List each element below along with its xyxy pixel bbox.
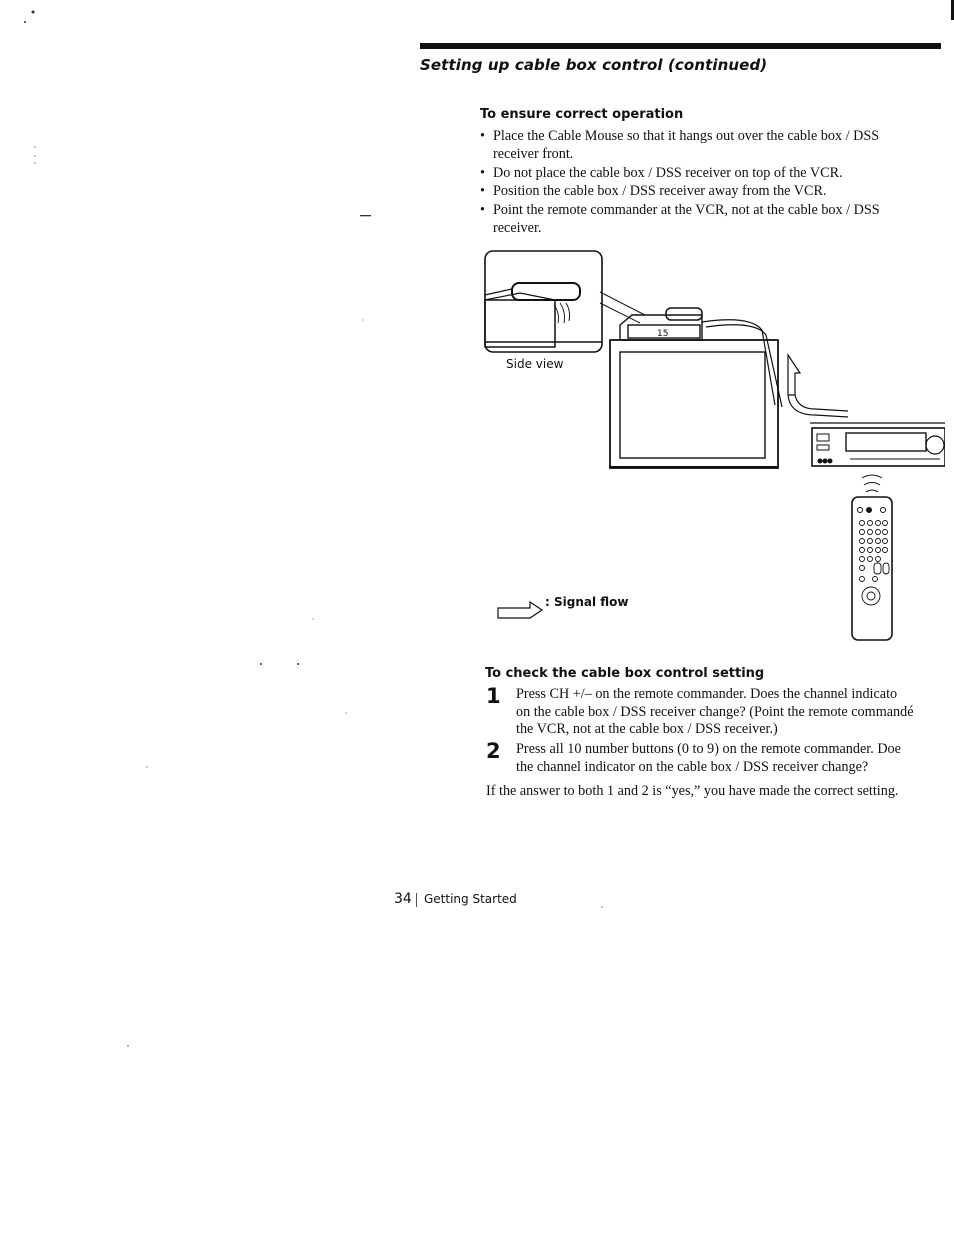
setup-illustration: 15 [484, 250, 945, 641]
step-line: the channel indicator on the cable box /… [516, 758, 869, 775]
list-item: Do not place the cable box / DSS receive… [480, 164, 920, 182]
channel-indicator: 15 [657, 329, 668, 339]
page-number: 34 [394, 891, 412, 907]
list-item: Place the Cable Mouse so that it hangs o… [480, 127, 920, 163]
step-number: 2 [486, 739, 501, 763]
step-text: Press all 10 number buttons (0 to 9) on … [516, 741, 941, 776]
step-line: Press CH +/– on the remote commander. Do… [516, 686, 898, 702]
side-view-label: Side view [506, 357, 564, 371]
step-line: the VCR, not at the cable box / DSS rece… [516, 721, 778, 737]
side-view-inset [484, 250, 603, 353]
television [609, 339, 779, 469]
check-heading: To check the cable box control setting [485, 666, 765, 681]
cable-box: 15 [619, 307, 783, 408]
signal-flow-label: : Signal flow [545, 595, 629, 609]
vcr [810, 422, 945, 467]
step-text: Press CH +/– on the remote commander. Do… [516, 686, 941, 739]
ensure-bullet-list: Place the Cable Mouse so that it hangs o… [480, 127, 920, 237]
footer-section: Getting Started [424, 892, 517, 906]
footer-divider [416, 893, 417, 907]
remote-commander [851, 496, 893, 641]
step-line: Press all 10 number buttons (0 to 9) on … [516, 741, 901, 757]
page-title: Setting up cable box control (continued) [420, 56, 768, 74]
section-rule [420, 43, 941, 49]
list-item: Position the cable box / DSS receiver aw… [480, 182, 920, 200]
ensure-heading: To ensure correct operation [480, 107, 684, 122]
list-item: Point the remote commander at the VCR, n… [480, 201, 920, 237]
step-line: on the cable box / DSS receiver change? … [516, 703, 914, 720]
step-number: 1 [486, 684, 501, 708]
closing-text: If the answer to both 1 and 2 is “yes,” … [486, 783, 899, 799]
